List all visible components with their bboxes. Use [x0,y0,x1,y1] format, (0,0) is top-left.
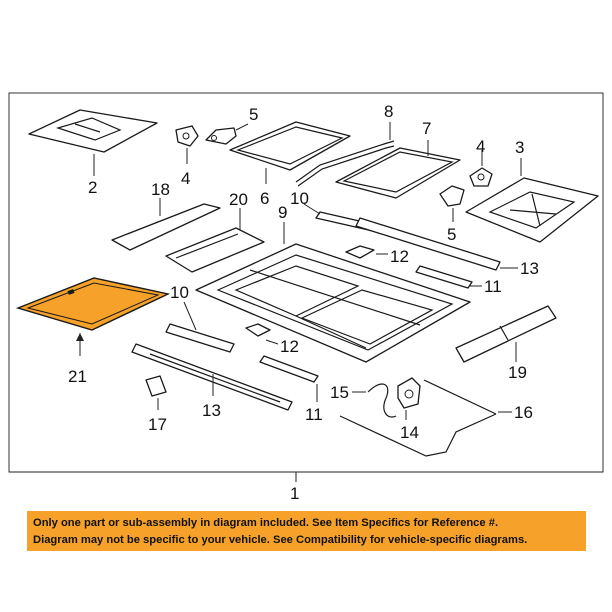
part-11-left-shape [259,355,319,383]
callout-18: 18 [151,180,170,199]
part-10-left-shape [165,323,235,353]
part-2-shape [28,109,158,153]
callout-8: 8 [384,102,393,121]
callout-12-top: 12 [390,247,409,266]
part-21-shape [15,277,171,331]
callout-19: 19 [508,363,527,382]
callout-14: 14 [400,423,419,442]
callout-6: 6 [260,189,269,208]
part-18-shape [111,203,221,251]
part-12-top-shape [345,245,375,259]
callout-10-top: 10 [290,189,309,208]
callout-4-left: 4 [181,169,190,188]
callout-13-right: 13 [520,259,539,278]
part-8-shape [295,140,395,187]
callout-15: 15 [330,383,349,402]
part-9-shape [195,243,471,363]
part-11-right-shape [415,265,473,289]
notice-line-2: Diagram may not be specific to your vehi… [33,534,528,546]
callout-21: 21 [68,367,87,386]
part-19-shape [455,305,557,363]
callout-13-left: 13 [202,401,221,420]
part-20-shape [165,227,265,273]
part-16-shape [339,379,497,457]
callout-1: 1 [290,484,299,503]
callout-12-left: 12 [280,337,299,356]
part-4-left-shape [175,125,199,147]
callout-2: 2 [88,178,97,197]
part-13-right-shape [355,217,501,271]
notice-banner: Only one part or sub-assembly in diagram… [27,511,586,551]
callout-17: 17 [148,415,167,434]
callout-20: 20 [229,190,248,209]
part-12-left-shape [245,323,271,337]
part-13-left-shape [131,343,293,411]
callout-7: 7 [422,119,431,138]
callout-3: 3 [515,138,524,157]
callout-10-left: 10 [170,283,189,302]
part-4-right-shape [469,167,493,187]
callout-5-top: 5 [249,105,258,124]
part-5-top-shape [205,127,237,145]
callout-11-left: 11 [305,405,323,424]
notice-line-1: Only one part or sub-assembly in diagram… [33,517,499,529]
callout-5-right: 5 [447,225,456,244]
part-7-shape [335,147,461,199]
callout-9: 9 [278,203,287,222]
callout-16: 16 [514,403,533,422]
part-14-shape [397,377,421,409]
part-15-shape [367,383,397,418]
part-3-shape [465,177,599,243]
callout-11-right: 11 [484,277,502,296]
part-6-shape [229,121,351,171]
callout-4-right: 4 [476,137,485,156]
part-5-right-shape [439,185,465,207]
part-17-shape [145,375,167,397]
